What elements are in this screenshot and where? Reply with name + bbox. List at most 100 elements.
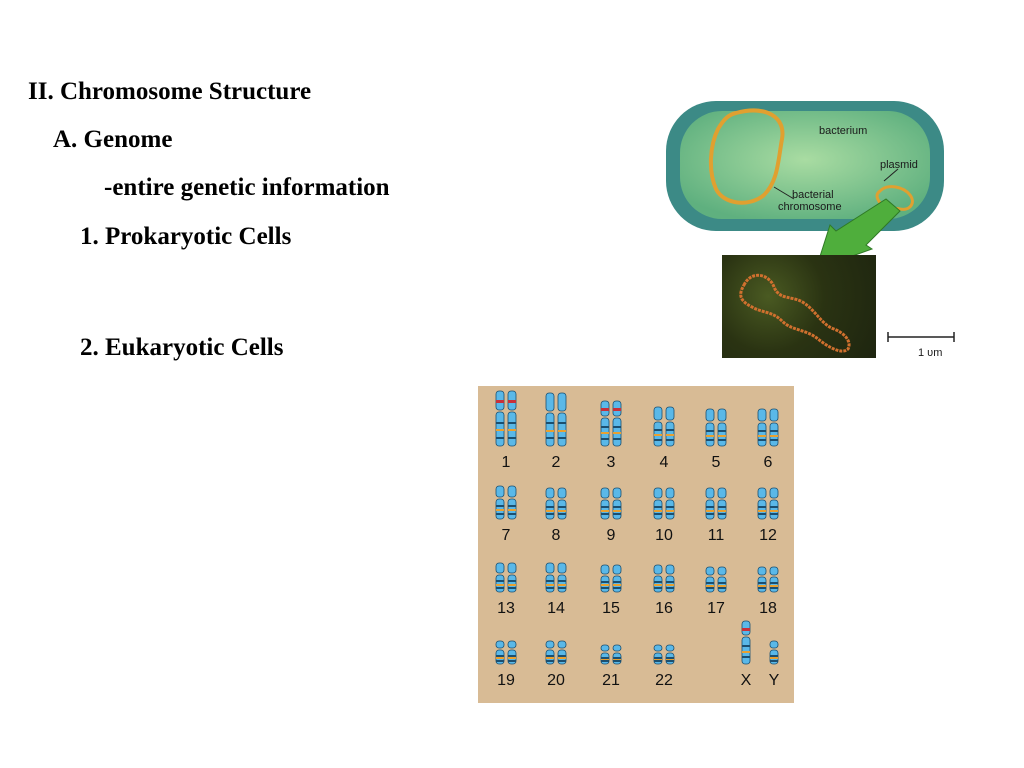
chromosome-18 <box>757 566 779 593</box>
chromosome-band <box>706 513 714 515</box>
chromatid-arm <box>507 485 517 498</box>
chromosome-band <box>546 510 554 512</box>
chromatid-arm <box>507 574 517 593</box>
chromosome-band <box>508 513 516 515</box>
chromosome-label-14: 14 <box>547 600 565 617</box>
chromosome-label-7: 7 <box>501 527 511 544</box>
chromatid-arm <box>705 487 715 499</box>
chromosome-label-6: 6 <box>763 454 773 471</box>
chromosome-band-red <box>496 400 504 403</box>
chromosome-band <box>718 585 726 587</box>
chromatid-arm <box>717 422 727 447</box>
chromosome-band <box>613 432 621 434</box>
chromosome-band <box>718 435 726 437</box>
chromatid-arm <box>665 644 675 652</box>
chromosome-band <box>654 506 662 508</box>
chromatid-arm <box>757 566 767 576</box>
chromosome-band <box>508 437 516 439</box>
chromosome-band <box>654 660 662 662</box>
chromosome-band <box>601 587 609 589</box>
chromosome-band <box>770 435 778 437</box>
slide-heading: II. Chromosome Structure <box>28 78 312 105</box>
chromosome-20 <box>545 640 567 665</box>
chromosome-band <box>508 584 516 586</box>
chromosome-band <box>546 430 554 432</box>
chromosome-band <box>613 660 621 662</box>
chromatid-arm <box>769 566 779 576</box>
chromosome-band <box>758 582 766 584</box>
chromosome-band <box>654 439 662 441</box>
chromosome-band <box>654 584 662 586</box>
chromosome-band <box>496 657 504 659</box>
plasmid-loop <box>875 185 914 211</box>
chromatid-arm <box>769 499 779 520</box>
chromosome-band <box>758 585 766 587</box>
chromosome-band <box>770 660 778 662</box>
label-chromosome: chromosome <box>778 201 842 213</box>
chromosome-band <box>558 660 566 662</box>
chromatid-arm <box>741 636 751 665</box>
chromosome-band <box>558 657 566 659</box>
chromosome-band <box>718 430 726 432</box>
chromosome-label-12: 12 <box>759 527 777 544</box>
chromosome-15 <box>600 564 622 593</box>
chromosome-band <box>758 587 766 589</box>
chromosome-band <box>758 510 766 512</box>
chromatid-arm <box>600 487 610 499</box>
chromosome-y <box>769 640 779 665</box>
chromosome-label-2: 2 <box>551 454 561 471</box>
chromosome-band <box>546 513 554 515</box>
chromosome-band <box>613 513 621 515</box>
chromosome-band <box>666 439 674 441</box>
chromosome-4 <box>653 406 675 447</box>
chromosome-band <box>666 429 674 431</box>
chromosome-2 <box>545 392 567 447</box>
chromosome-band <box>718 439 726 441</box>
chromosome-band <box>718 587 726 589</box>
chromosome-band <box>666 510 674 512</box>
chromatid-arm <box>495 485 505 498</box>
chromatid-arm <box>705 576 715 593</box>
chromosome-band <box>666 506 674 508</box>
chromosome-band <box>558 513 566 515</box>
chromosome-band <box>742 651 750 653</box>
chromosome-8 <box>545 487 567 520</box>
chromosome-band <box>613 587 621 589</box>
chromosome-band <box>508 509 516 511</box>
chromatid-arm <box>612 564 622 575</box>
chromosome-band <box>508 422 516 424</box>
chromatid-arm <box>717 487 727 499</box>
chromatid-arm <box>705 566 715 576</box>
chromosome-band <box>654 587 662 589</box>
chromosome-band-red <box>601 408 609 411</box>
chromatid-arm <box>495 640 505 649</box>
chromosome-band <box>496 660 504 662</box>
chromosome-band <box>770 582 778 584</box>
chromosome-label-21: 21 <box>602 672 620 689</box>
chromosome-band <box>546 584 554 586</box>
cell-cytoplasm <box>680 111 930 219</box>
chromosome-band <box>508 505 516 507</box>
chromosome-band <box>496 429 504 431</box>
chromatid-arm <box>717 576 727 593</box>
chromosome-band <box>558 506 566 508</box>
chromosome-band <box>706 585 714 587</box>
chromosome-band <box>758 506 766 508</box>
chromatid-arm <box>705 422 715 447</box>
chromosome-5 <box>705 408 727 447</box>
chromosome-band <box>601 513 609 515</box>
chromosome-6 <box>757 408 779 447</box>
chromosome-band <box>508 587 516 589</box>
chromosome-band <box>666 434 674 436</box>
bacterium-figure: bacterium plasmid bacterial chromosome 1… <box>666 99 966 369</box>
chromosome-band <box>613 438 621 440</box>
chromosome-label-15: 15 <box>602 600 620 617</box>
chromosome-band-red <box>613 408 621 411</box>
chromosome-band <box>706 430 714 432</box>
chromosome-label-3: 3 <box>606 454 616 471</box>
chromosome-9 <box>600 487 622 520</box>
chromosome-label-17: 17 <box>707 600 725 617</box>
chromatid-arm <box>717 499 727 520</box>
scale-label: 1 υm <box>918 347 943 359</box>
chromosome-16 <box>653 564 675 593</box>
